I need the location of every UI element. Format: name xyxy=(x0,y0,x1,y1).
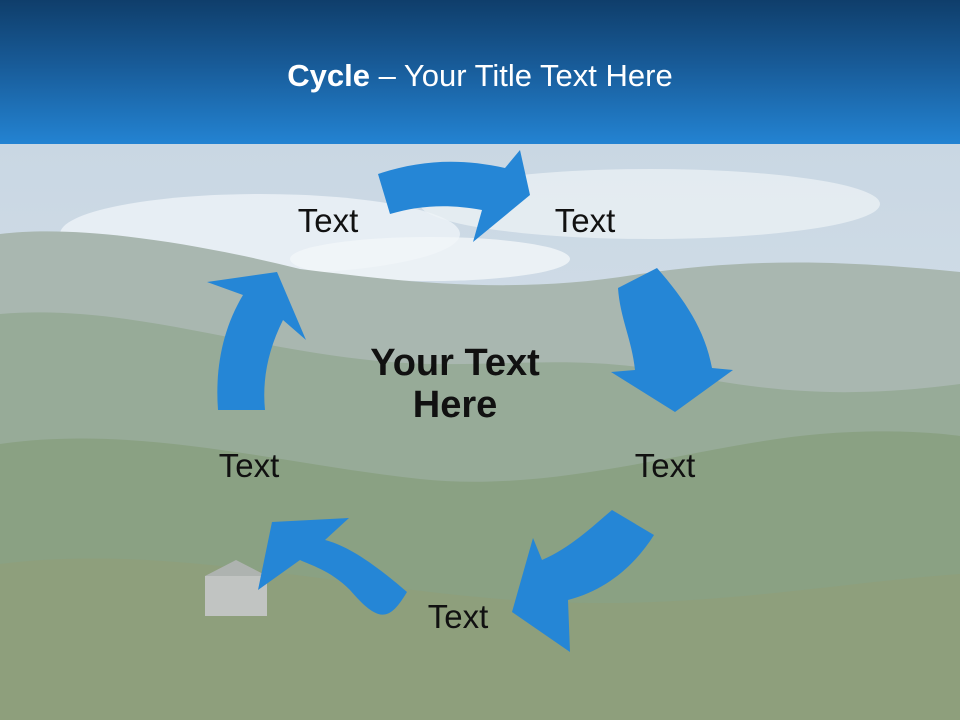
slide-title[interactable]: Cycle – Your Title Text Here xyxy=(0,56,960,96)
title-bar xyxy=(0,0,960,144)
title-bold-part: Cycle xyxy=(287,58,370,93)
cycle-arrow-2[interactable] xyxy=(611,268,733,412)
cycle-arrow-1[interactable] xyxy=(378,150,530,242)
node-label-left[interactable]: Text xyxy=(218,447,280,484)
center-text-line-2: Here xyxy=(412,384,498,426)
node-label-top-left[interactable]: Text xyxy=(297,202,359,239)
center-text-line-1: Your Text xyxy=(370,342,540,384)
cycle-arrow-4[interactable] xyxy=(258,518,407,615)
node-label-right[interactable]: Text xyxy=(634,447,696,484)
title-rest-part: – Your Title Text Here xyxy=(370,58,673,93)
center-text[interactable]: Your Text Here xyxy=(330,342,580,426)
node-label-bottom[interactable]: Text xyxy=(427,598,489,635)
cycle-arrow-3[interactable] xyxy=(512,510,654,652)
node-label-top-right[interactable]: Text xyxy=(554,202,616,239)
cycle-arrow-5[interactable] xyxy=(207,272,306,410)
